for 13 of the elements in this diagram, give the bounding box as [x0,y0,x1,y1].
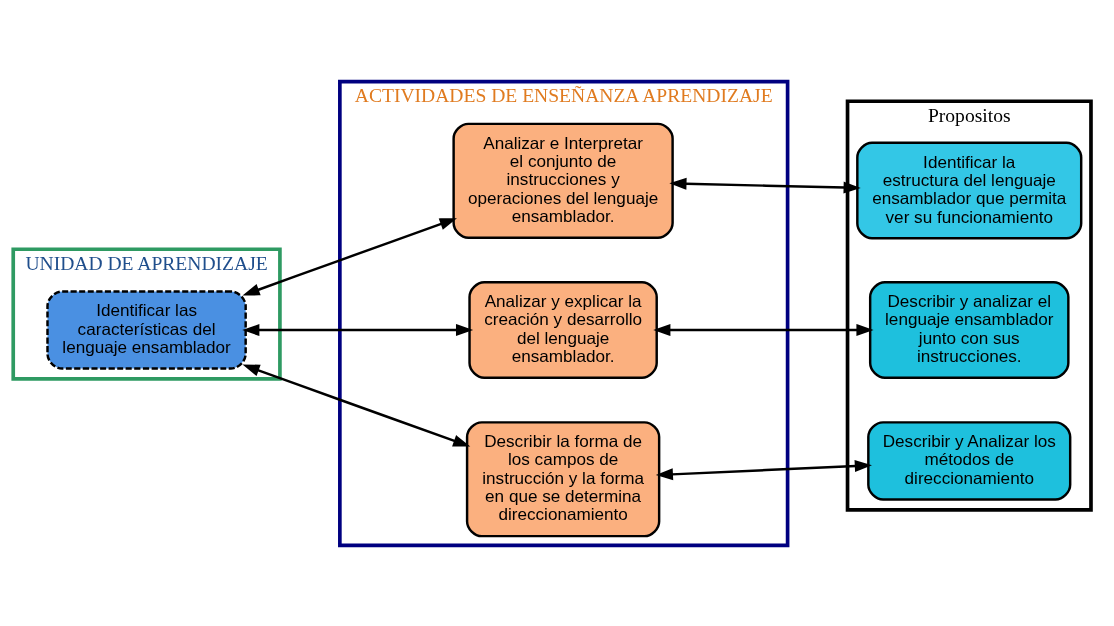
node-box: Identificar las características del lenguaje ensamblador [46,289,247,370]
node-box: Analizar e Interpretar el conjunto de instrucciones y operaciones del lenguaje ensamblador. [452,122,674,239]
arrow [655,459,872,480]
node-box: Analizar y explicar la creación y desarrollo del lenguaje ensamblador. [468,280,658,379]
arrow [242,217,457,296]
arrow [669,177,861,194]
node-box: Describir y analizar el lenguaje ensamblador junto con sus instrucciones. [868,280,1070,379]
node-box: Describir y Analizar los métodos de direccionamiento [867,420,1072,501]
arrow [242,323,474,336]
arrow [242,364,471,447]
arrow [653,323,874,336]
node-box: Describir la forma de los campos de instrucción y la forma en que se determina direccionamiento [465,420,661,537]
node-box: Identificar la estructura del lenguaje ensamblador que permita ver su funcionamiento [856,141,1083,239]
